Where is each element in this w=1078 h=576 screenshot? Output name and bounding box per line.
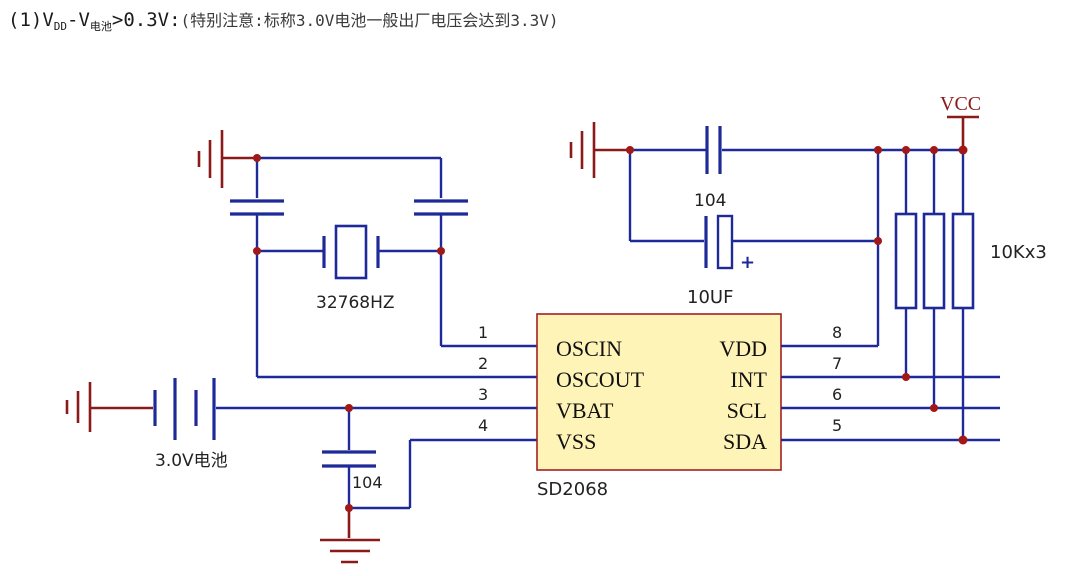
pin-number-7: 7 [832,354,842,373]
pin-number-4: 4 [478,416,488,435]
heading-sub-dd: DD [53,20,68,33]
pin-number-2: 2 [478,354,488,373]
battery-decoupling-cap [322,450,376,468]
pin-label-vdd: VDD [719,336,767,361]
resistor-sda [951,212,975,310]
pin-label-int: INT [730,367,767,392]
cap-top-label: 104 [694,191,726,211]
pullup-resistors: VCC 10Kx3 [781,93,1047,445]
battery-circuit: 3.0V电池 104 [65,378,537,564]
ground-symbol-vss [320,538,380,564]
heading: (1)VDD-V电池>0.3V:(特别注意:标称3.0V电池一般出厂电压会达到3… [8,4,559,36]
electrolytic-capacitor: + [704,214,755,273]
battery-symbol [153,378,216,440]
crystal-label: 32768HZ [316,293,395,313]
vdd-cap-104 [705,126,722,174]
crystal-symbol [322,224,380,280]
pin-label-oscin: OSCIN [556,336,622,361]
pin-number-5: 5 [832,416,842,435]
resistor-int [894,212,918,310]
electrolytic-label: 10UF [687,287,733,308]
pin-label-sda: SDA [723,429,767,454]
battery-label: 3.0V电池 [155,451,228,471]
pin-label-oscout: OSCOUT [556,367,645,392]
heading-prefix: (1)V [8,9,54,31]
heading-note: (特别注意:标称3.0V电池一般出厂电压会达到3.3V) [180,11,559,30]
heading-mid: -V [67,9,90,31]
ground-symbol-vdd [569,122,630,178]
pin-number-6: 6 [832,385,842,404]
chip-body [536,313,782,471]
heading-suffix: >0.3V: [111,9,181,31]
pin-label-scl: SCL [727,398,767,423]
pin-label-vbat: VBAT [556,398,614,423]
heading-sub-battery: 电池 [89,20,112,33]
vdd-decoupling-circuit: 104 + 10UF [569,122,963,348]
pin-number-3: 3 [478,385,488,404]
chip-name: SD2068 [537,479,608,500]
ground-symbol-battery [65,382,153,432]
electrolytic-plus: + [740,252,755,273]
pin-label-vss: VSS [556,429,596,454]
ground-symbol-crystal [197,130,257,188]
crystal-load-cap-right [414,199,468,216]
pin-number-8: 8 [832,323,842,342]
cap-bottom-label: 104 [352,473,383,492]
crystal-load-cap-left [230,199,284,216]
resistor-label: 10Kx3 [990,242,1047,263]
crystal-circuit: 32768HZ [197,130,537,379]
chip-sd2068: OSCIN OSCOUT VBAT VSS VDD INT SCL SDA SD… [478,313,842,500]
vcc-label: VCC [940,93,981,115]
pin-number-1: 1 [478,323,488,342]
resistor-scl [922,212,946,310]
